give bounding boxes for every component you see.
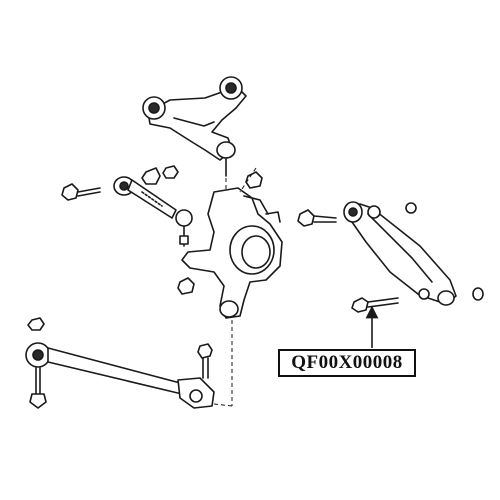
washer [472, 287, 484, 301]
mounting-bolt [197, 343, 213, 379]
nut [162, 165, 179, 179]
part-number-label: QF00X00008 [278, 349, 416, 377]
nut [27, 317, 45, 331]
mounting-bolt [351, 297, 399, 313]
steering-knuckle [181, 187, 283, 319]
upper-control-arm [142, 76, 247, 177]
trailing-rear-arm [25, 342, 215, 409]
toe-link [113, 176, 193, 247]
lower-control-arm [343, 201, 457, 306]
nut [177, 277, 195, 295]
mounting-bolt [61, 183, 101, 201]
washer [405, 202, 417, 214]
nut [141, 167, 161, 185]
assembly-guide-lines [213, 167, 257, 407]
mounting-bolt [297, 209, 337, 227]
mounting-bolt [29, 367, 47, 409]
nut [245, 171, 263, 189]
